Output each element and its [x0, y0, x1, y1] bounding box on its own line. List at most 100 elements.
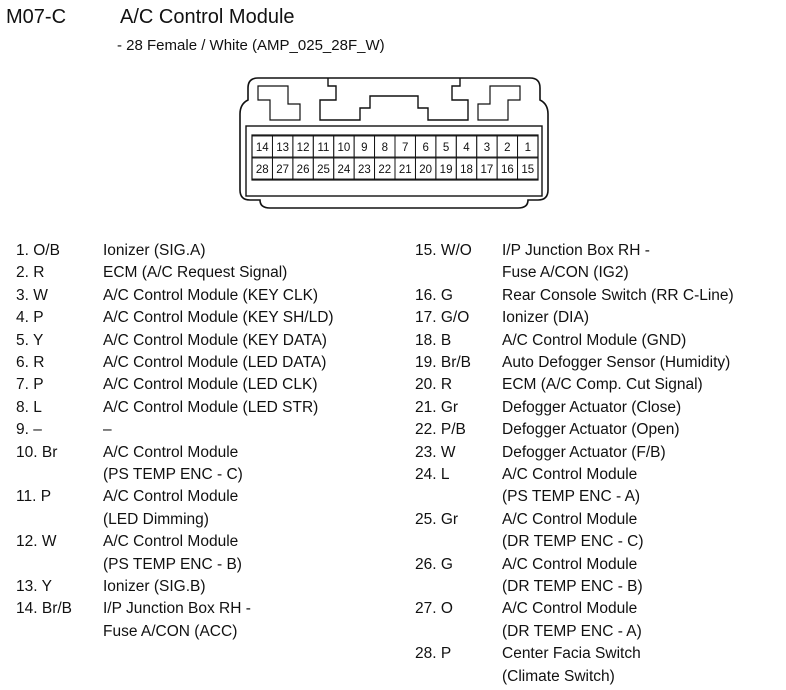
pin-number: 6	[422, 142, 428, 154]
pin-description: A/C Control Module (LED CLK)	[103, 376, 318, 394]
pin-description: (DR TEMP ENC - B)	[502, 578, 643, 595]
pin-id: 4. P	[16, 309, 44, 327]
pin-number: 9	[361, 142, 367, 154]
pin-id: 21. Gr	[415, 398, 459, 416]
pin-number: 24	[338, 164, 351, 176]
pin-id: 28. P	[415, 645, 452, 663]
pin-description: (PS TEMP ENC - B)	[103, 555, 242, 573]
pin-description: Defogger Actuator (F/B)	[502, 443, 666, 461]
pin-id: 5. Y	[16, 331, 44, 349]
pin-description: Ionizer (DIA)	[502, 309, 589, 327]
pin-id: 27. O	[415, 600, 453, 618]
pin-id: 24. L	[415, 466, 450, 483]
pin-id: 1. O/B	[16, 242, 60, 259]
pin-number: 10	[338, 142, 351, 154]
page-title: A/C Control Module	[120, 6, 295, 28]
pin-number: 4	[463, 142, 470, 154]
pin-number: 26	[297, 164, 310, 176]
connector-latch	[319, 78, 469, 121]
pin-grid-frame	[251, 134, 539, 181]
pin-description: (Climate Switch)	[502, 667, 615, 685]
pin-cell	[517, 135, 539, 158]
pin-id: 14. Br/B	[16, 600, 72, 618]
pin-description: Fuse A/CON (IG2)	[502, 264, 629, 282]
pin-description: (DR TEMP ENC - A)	[502, 622, 642, 640]
pin-description: A/C Control Module (LED DATA)	[103, 354, 327, 371]
pin-description: (PS TEMP ENC - C)	[103, 466, 243, 483]
pin-id: 7. P	[16, 376, 44, 394]
connector-latch-inner	[257, 85, 521, 121]
pin-description: A/C Control Module	[502, 466, 638, 483]
pin-number: 27	[276, 164, 289, 176]
pin-description: A/C Control Module	[502, 510, 638, 528]
pin-description: Auto Defogger Sensor (Humidity)	[502, 354, 731, 371]
pin-number: 5	[443, 142, 449, 154]
pin-number: 12	[297, 142, 310, 154]
pin-description: Center Facia Switch	[502, 645, 641, 663]
pin-description: A/C Control Module (KEY CLK)	[103, 286, 319, 304]
pin-id: 10. Br	[16, 443, 58, 461]
pin-id: 16. G	[415, 286, 453, 304]
pin-number: 1	[525, 142, 531, 154]
pin-number: 13	[276, 142, 289, 154]
pin-number: 7	[402, 142, 408, 154]
pin-id: 25. Gr	[415, 510, 459, 528]
pin-number: 15	[521, 164, 534, 176]
connector-subtitle: - 28 Female / White (AMP_025_28F_W)	[117, 37, 385, 54]
pin-number: 25	[317, 164, 330, 176]
pin-number: 19	[440, 164, 453, 176]
pin-description: Defogger Actuator (Close)	[502, 398, 682, 416]
pin-number: 14	[256, 142, 269, 154]
pin-description: –	[103, 421, 112, 439]
pin-id: 19. Br/B	[415, 354, 471, 371]
pin-number: 21	[399, 164, 412, 176]
pin-number: 17	[481, 164, 494, 176]
pin-description: Ionizer (SIG.B)	[103, 578, 206, 595]
pin-number: 3	[484, 142, 490, 154]
pin-number: 8	[382, 142, 388, 154]
pin-number: 28	[256, 164, 269, 176]
pin-description: A/C Control Module	[103, 533, 239, 551]
pin-description: A/C Control Module	[103, 443, 239, 461]
pin-description: A/C Control Module (GND)	[502, 331, 687, 349]
pin-id: 22. P/B	[415, 421, 466, 439]
pin-id: 23. W	[415, 443, 456, 461]
pin-id: 26. G	[415, 555, 453, 573]
pin-description: A/C Control Module	[502, 555, 638, 573]
pin-cell	[517, 157, 539, 180]
pin-description: ECM (A/C Comp. Cut Signal)	[502, 376, 703, 394]
pin-id: 9. –	[16, 421, 42, 439]
connector-housing	[239, 77, 549, 209]
pin-description: I/P Junction Box RH -	[103, 600, 251, 618]
pin-id: 3. W	[16, 286, 48, 304]
pin-number: 23	[358, 164, 371, 176]
pin-description: A/C Control Module	[502, 600, 638, 618]
pin-description: A/C Control Module	[103, 488, 239, 506]
pin-id: 2. R	[16, 264, 45, 282]
pin-cavity-frame	[245, 125, 543, 197]
pin-id: 17. G/O	[415, 309, 470, 327]
pin-id: 8. L	[16, 398, 42, 416]
pin-description: (PS TEMP ENC - A)	[502, 488, 641, 506]
connector-code: M07-C	[6, 6, 67, 28]
pin-description: A/C Control Module (KEY DATA)	[103, 331, 327, 349]
pin-description: Fuse A/CON (ACC)	[103, 622, 238, 640]
pin-description: A/C Control Module (LED STR)	[103, 398, 319, 416]
pin-number: 2	[504, 142, 510, 154]
pin-id: 6. R	[16, 354, 45, 371]
pin-number: 22	[378, 164, 391, 176]
pin-id: 11. P	[16, 488, 52, 506]
pin-id: 12. W	[16, 533, 57, 551]
pin-number: 16	[501, 164, 514, 176]
pin-description: (LED Dimming)	[103, 510, 209, 528]
pin-number: 18	[460, 164, 473, 176]
pin-id: 18. B	[415, 331, 452, 349]
pin-description: I/P Junction Box RH -	[502, 242, 650, 259]
pin-description: (DR TEMP ENC - C)	[502, 533, 644, 551]
pin-id: 20. R	[415, 376, 453, 394]
pin-description: Rear Console Switch (RR C-Line)	[502, 286, 734, 304]
pin-number: 11	[318, 142, 330, 154]
pin-description: Ionizer (SIG.A)	[103, 242, 206, 259]
